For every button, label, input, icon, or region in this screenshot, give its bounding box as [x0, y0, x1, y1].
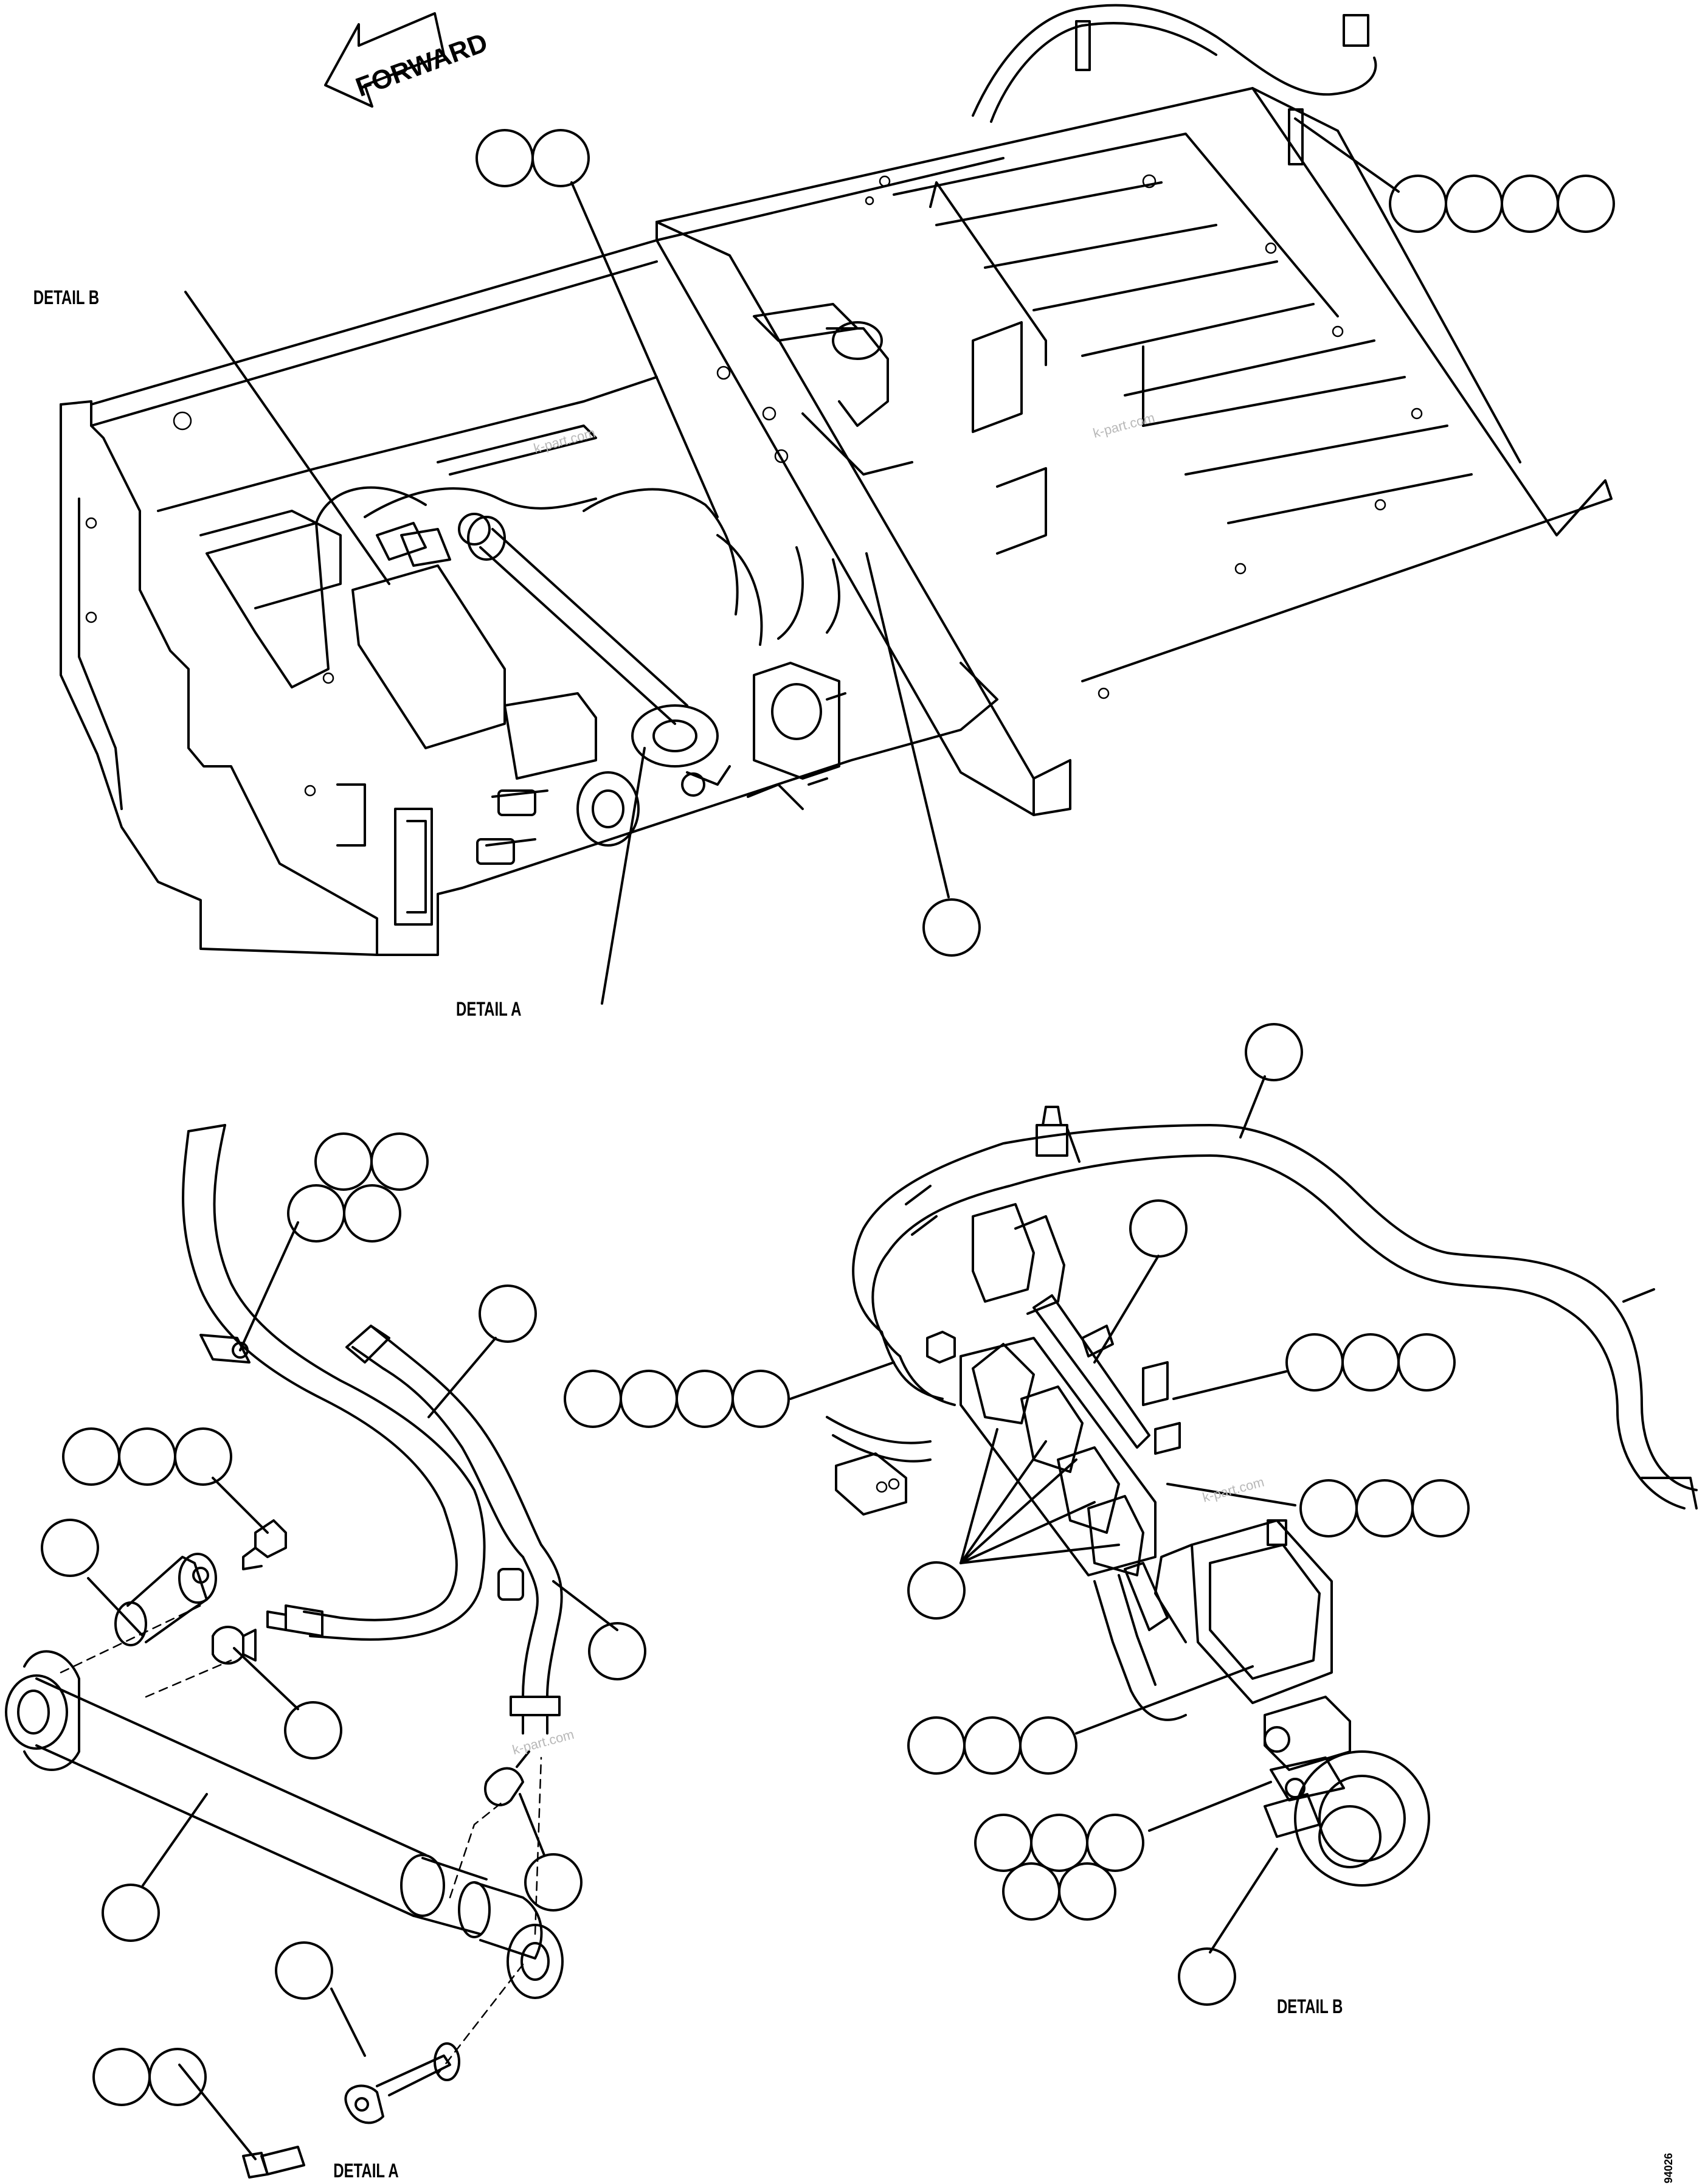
top-components — [315, 4, 1377, 865]
detail-a-bottom-label: DETAIL A — [333, 2160, 398, 2182]
callout-detail-a-fitting-mid — [588, 1622, 646, 1680]
detail-b-leaders — [789, 1075, 1296, 1953]
watermark: k-part.com — [511, 1727, 576, 1758]
detail-b-top-label: DETAIL B — [33, 286, 99, 308]
watermark: k-part.com — [1201, 1474, 1266, 1505]
callout-center-single — [922, 898, 981, 957]
watermark: k-part.com — [1091, 410, 1157, 441]
detail-a-top-label: DETAIL A — [456, 998, 521, 1020]
detail-a-drawing — [5, 1124, 564, 2179]
callout-detail-b-valve-triple — [907, 1716, 1077, 1775]
callout-detail-a-cylinder — [102, 1884, 160, 1942]
detail-a-leaders — [87, 1221, 618, 2160]
callout-detail-b-fitting-group — [974, 1814, 1144, 1921]
callout-detail-b-manifold — [1129, 1199, 1188, 1258]
callout-detail-b-right-triple-top — [1285, 1333, 1456, 1392]
figure-number: 94026 — [1662, 2153, 1675, 2183]
callout-detail-b-harness — [1245, 1023, 1303, 1081]
callout-detail-b-right-triple-mid — [1299, 1479, 1470, 1537]
callout-detail-a-pin — [41, 1519, 99, 1577]
callout-top-right-quad — [1389, 175, 1615, 233]
callout-detail-b-solenoids — [907, 1561, 966, 1620]
callout-detail-a-bolt-pair — [92, 2048, 207, 2106]
top-leader-lines — [184, 117, 1400, 1005]
callout-detail-a-bolt-triple — [62, 1427, 232, 1486]
callout-detail-b-left-quad — [564, 1370, 790, 1428]
callout-top-center-pair — [476, 129, 590, 187]
callout-detail-a-elbow — [524, 1853, 583, 1912]
callout-detail-a-clamp — [287, 1132, 429, 1243]
frame-assembly — [60, 87, 1613, 956]
forward-arrow: FORWARD — [324, 12, 491, 108]
callout-detail-a-hose — [479, 1284, 537, 1343]
callout-detail-b-loop-hose — [1178, 1947, 1236, 2006]
detail-b-bottom-label: DETAIL B — [1277, 1995, 1343, 2017]
detail-b-drawing — [826, 1106, 1698, 1887]
callout-detail-a-fitting-lower — [284, 1701, 342, 1759]
callout-detail-a-pin-lower — [275, 1941, 333, 2000]
